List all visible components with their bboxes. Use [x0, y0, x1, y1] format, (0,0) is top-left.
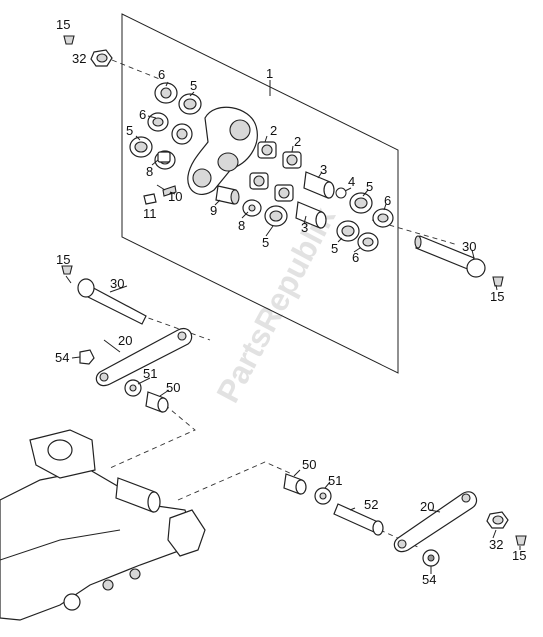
callout-6: 6 [139, 107, 146, 122]
part-8-grease-nipple-a [157, 151, 171, 163]
part-3-sleeve-a [303, 171, 335, 199]
callout-11: 11 [143, 206, 157, 221]
callout-6: 6 [352, 250, 359, 265]
assembly-line-upper [111, 59, 163, 81]
part-54-nut-right [422, 549, 440, 567]
part-11-cap [143, 193, 157, 205]
callout-4: 4 [348, 174, 355, 189]
part-15-cap-nut-right [492, 276, 504, 287]
part-5-seal-f [264, 205, 288, 227]
part-15-cap-nut-top [63, 35, 75, 45]
callout-32: 32 [489, 537, 503, 552]
callout-15: 15 [490, 289, 504, 304]
assembly-line-pin-left [139, 314, 211, 341]
part-1-rocker-lever [187, 106, 258, 195]
callout-30: 30 [110, 276, 124, 291]
callout-8: 8 [146, 164, 153, 179]
part-6-bearing-b [147, 112, 169, 132]
part-2-needle-bearing-c [249, 172, 269, 190]
part-32-nut-top [90, 49, 113, 67]
assembly-line-bearing-left [109, 404, 196, 469]
part-15-cap-nut-bottom [515, 535, 527, 546]
callout-15: 15 [56, 17, 70, 32]
part-2-needle-bearing-a [257, 141, 277, 159]
part-30-pin-left [77, 278, 147, 325]
part-6-bearing-e [357, 232, 379, 252]
callout-10: 10 [168, 189, 182, 204]
assembly-frame [121, 13, 399, 374]
callout-5: 5 [262, 235, 269, 250]
part-52-pin [333, 503, 384, 536]
callout-50: 50 [166, 380, 180, 395]
callout-15: 15 [512, 548, 526, 563]
callout-9: 9 [210, 203, 217, 218]
callout-6: 6 [158, 67, 165, 82]
callout-2: 2 [294, 134, 301, 149]
part-51-ring-right [314, 487, 332, 505]
callout-54: 54 [422, 572, 436, 587]
part-50-bearing-left [145, 391, 169, 413]
part-3-sleeve-b [295, 201, 327, 229]
part-6-bearing-d [372, 208, 394, 228]
part-5-seal-c [129, 136, 153, 158]
watermark: PartsRepublik [209, 201, 342, 408]
callout-3: 3 [320, 162, 327, 177]
callout-3: 3 [301, 220, 308, 235]
callout-8: 8 [238, 218, 245, 233]
swingarm [0, 429, 206, 621]
assembly-line-bearing-right [177, 461, 293, 501]
callout-5: 5 [331, 241, 338, 256]
callout-52: 52 [364, 497, 378, 512]
callout-20: 20 [420, 499, 434, 514]
part-6-bearing-a [154, 82, 178, 104]
callout-51: 51 [143, 366, 157, 381]
part-20-link-right [393, 491, 477, 553]
callout-50: 50 [302, 457, 316, 472]
part-54-nut-left [79, 349, 95, 365]
part-9-bush [215, 185, 240, 205]
assembly-line-pin-right [371, 219, 459, 246]
callout-6: 6 [384, 193, 391, 208]
part-50-bearing-right [283, 473, 307, 495]
callout-32: 32 [72, 51, 86, 66]
callout-1: 1 [266, 66, 273, 81]
leader-lines [65, 80, 521, 574]
part-51-ring-left [124, 379, 142, 397]
part-2-needle-bearing-d [274, 184, 294, 202]
callout-54: 54 [55, 350, 69, 365]
part-32-nut-right [486, 511, 509, 529]
callout-5: 5 [366, 179, 373, 194]
callout-2: 2 [270, 123, 277, 138]
callout-20: 20 [118, 333, 132, 348]
part-10-fitting [162, 185, 177, 197]
callout-5: 5 [190, 78, 197, 93]
part-20-link-left [95, 328, 193, 387]
part-15-cap-nut-left [61, 265, 73, 275]
callout-5: 5 [126, 123, 133, 138]
callout-15: 15 [56, 252, 70, 267]
part-4-circlip [335, 187, 347, 199]
part-5-seal-e [336, 220, 360, 242]
part-5-seal-a [178, 93, 202, 115]
part-2-needle-bearing-b [282, 151, 302, 169]
part-5-seal-d [349, 192, 373, 214]
part-30-pin-right [414, 235, 486, 278]
callout-30: 30 [462, 239, 476, 254]
part-5-seal-b [171, 123, 193, 145]
callout-51: 51 [328, 473, 342, 488]
